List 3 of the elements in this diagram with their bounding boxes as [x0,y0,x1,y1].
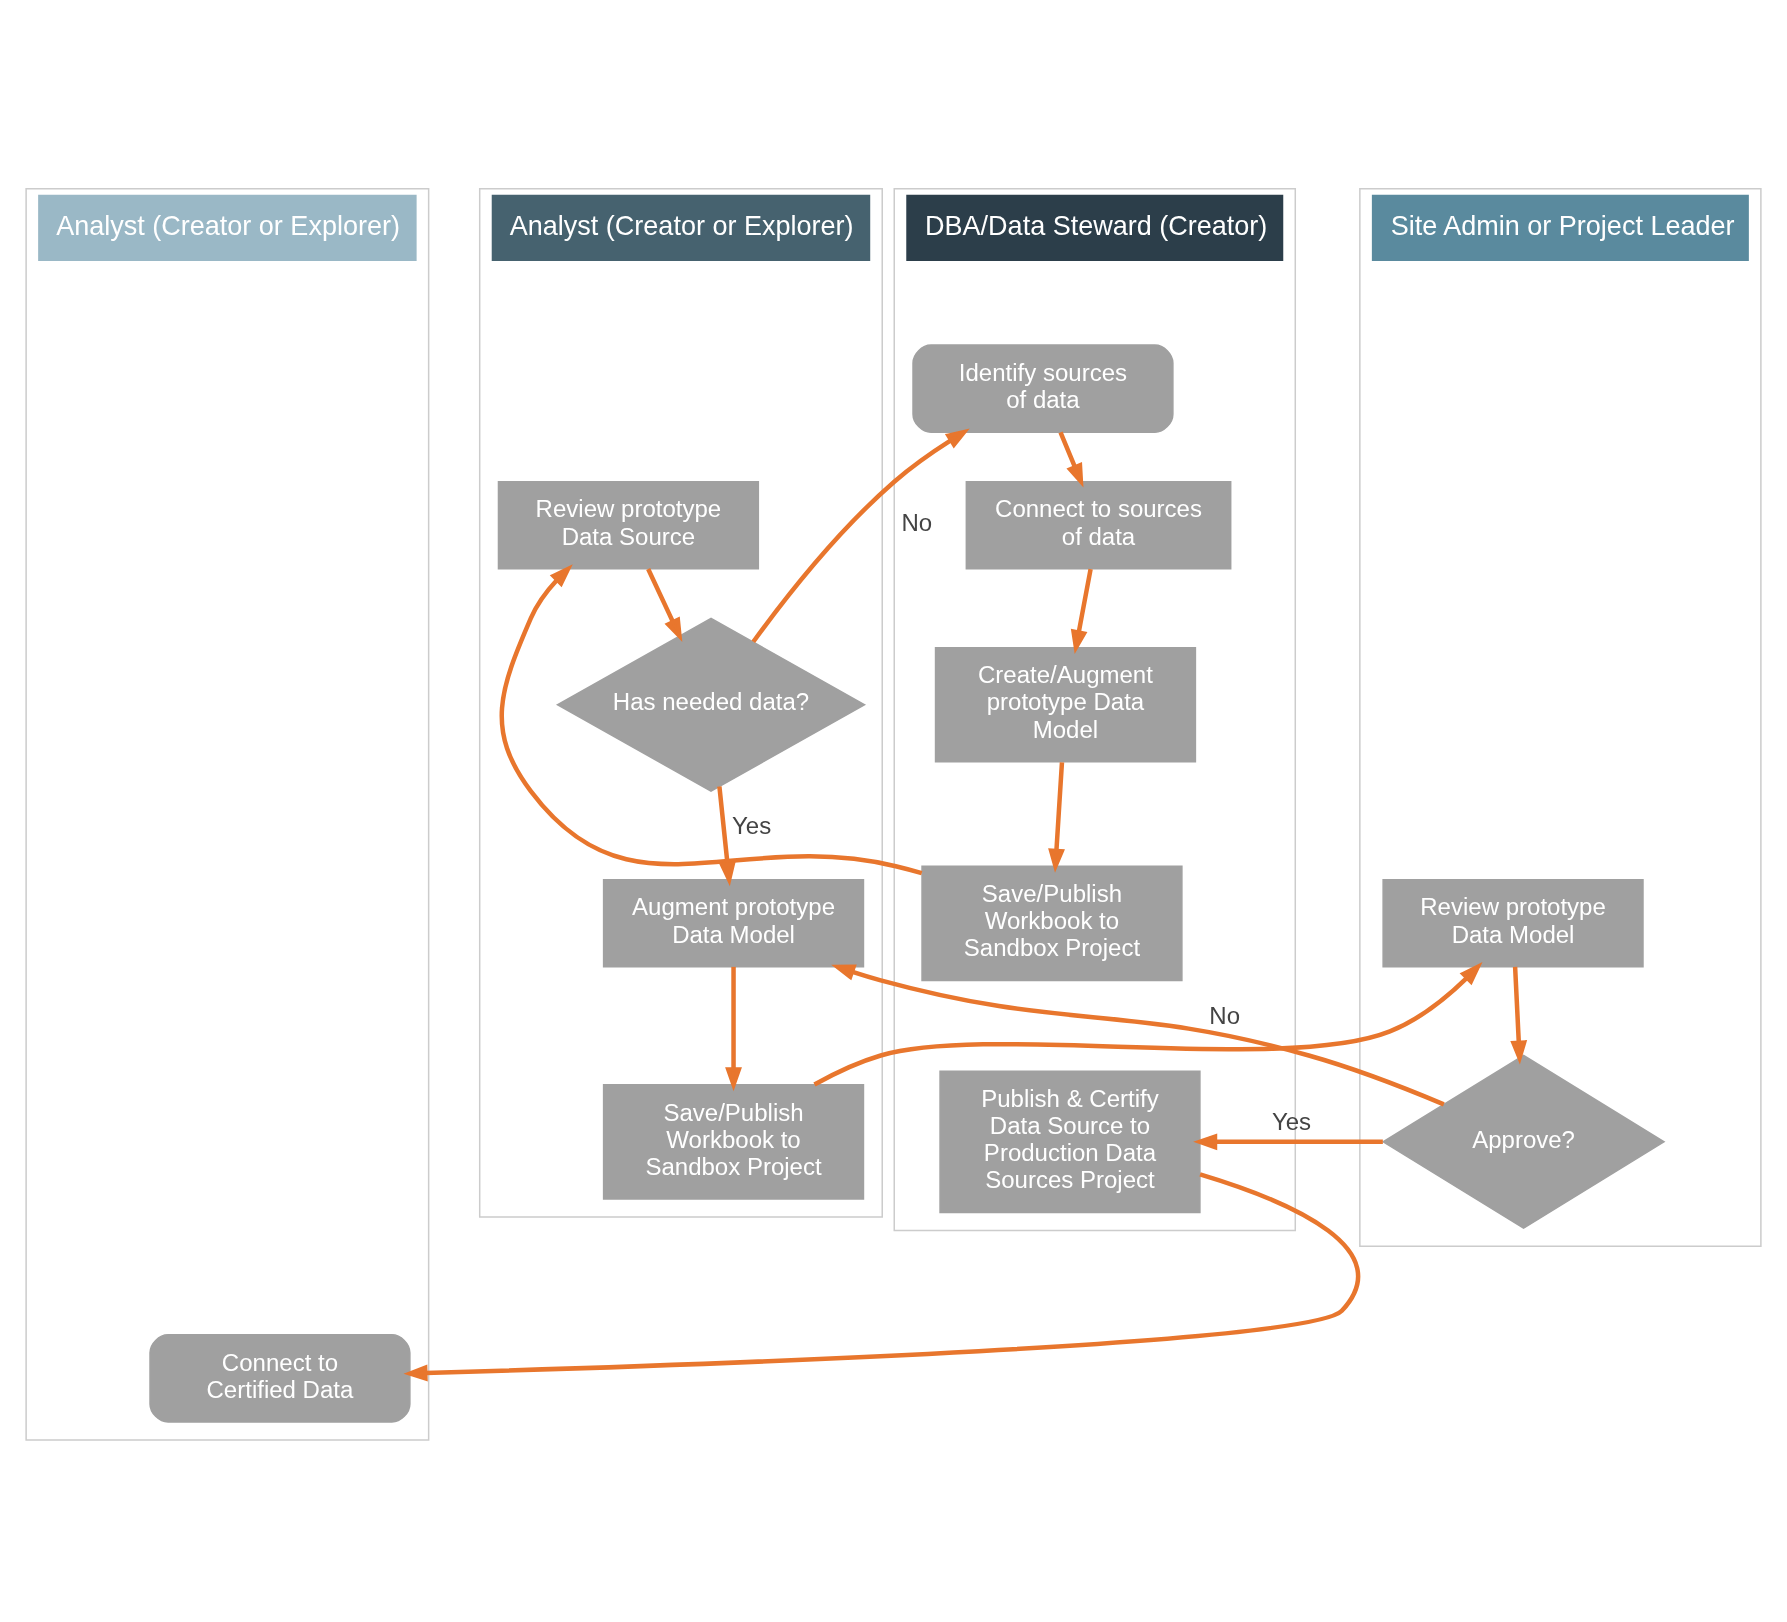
edge-label: No [901,508,933,536]
edge-label: Yes [731,812,772,840]
edge-label: No [1209,1001,1241,1029]
